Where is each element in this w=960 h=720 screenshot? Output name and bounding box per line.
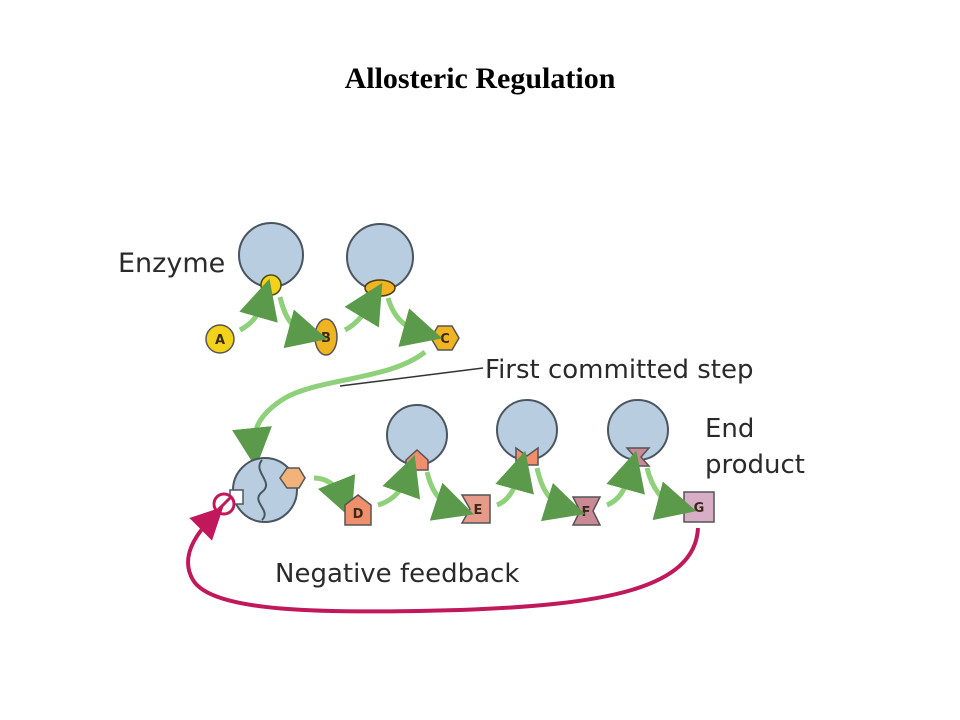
molecule-c-label: C <box>440 332 450 347</box>
arrow-enzyme5-to-f <box>534 467 586 522</box>
arrow-enzyme2-to-c <box>385 297 443 347</box>
molecule-a: A <box>205 324 235 354</box>
negative-feedback-arrow <box>186 506 700 614</box>
end-product-label-line1: End <box>705 414 754 444</box>
molecule-c: C <box>430 325 460 351</box>
molecule-f: F <box>571 496 602 526</box>
molecule-b-label: B <box>321 331 331 346</box>
molecule-a-label: A <box>215 333 225 348</box>
molecule-g-label: G <box>694 501 705 516</box>
negative-feedback-label: Negative feedback <box>275 559 519 589</box>
molecule-d: D <box>344 494 372 526</box>
arrow-enzyme4-to-e <box>424 471 474 521</box>
enzyme-4 <box>386 404 448 471</box>
arrow-d-to-enzyme4 <box>377 455 421 508</box>
molecule-e: E <box>460 494 491 524</box>
arrow-enzyme1-to-b <box>277 296 328 349</box>
molecule-f-label: F <box>582 505 591 520</box>
page-title: Allosteric Regulation <box>344 62 616 95</box>
enzyme-2 <box>346 223 414 297</box>
arrow-enzyme6-to-g <box>644 467 697 521</box>
arrow-c-to-allosteric-enzyme <box>232 350 427 468</box>
molecule-b: B <box>314 318 338 356</box>
allosteric-enzyme <box>229 457 306 523</box>
arrow-e-to-enzyme5 <box>495 450 534 508</box>
enzyme-1 <box>238 222 304 296</box>
pointer-line <box>339 367 484 387</box>
first-committed-step-label: First committed step <box>485 355 753 385</box>
enzyme-5 <box>496 399 558 466</box>
end-product-label-line2: product <box>705 450 805 480</box>
arrow-b-to-enzyme2 <box>343 282 383 333</box>
molecule-g: G <box>683 491 715 523</box>
molecule-e-label: E <box>474 503 483 518</box>
enzyme-6 <box>607 399 669 467</box>
arrow-allosteric-enzyme-to-d <box>313 473 356 519</box>
enzyme-label: Enzyme <box>118 248 225 279</box>
arrow-a-to-enzyme1 <box>238 278 278 333</box>
inhibition-icon <box>212 492 236 516</box>
molecule-d-label: D <box>353 507 364 522</box>
arrow-f-to-enzyme6 <box>605 450 645 508</box>
